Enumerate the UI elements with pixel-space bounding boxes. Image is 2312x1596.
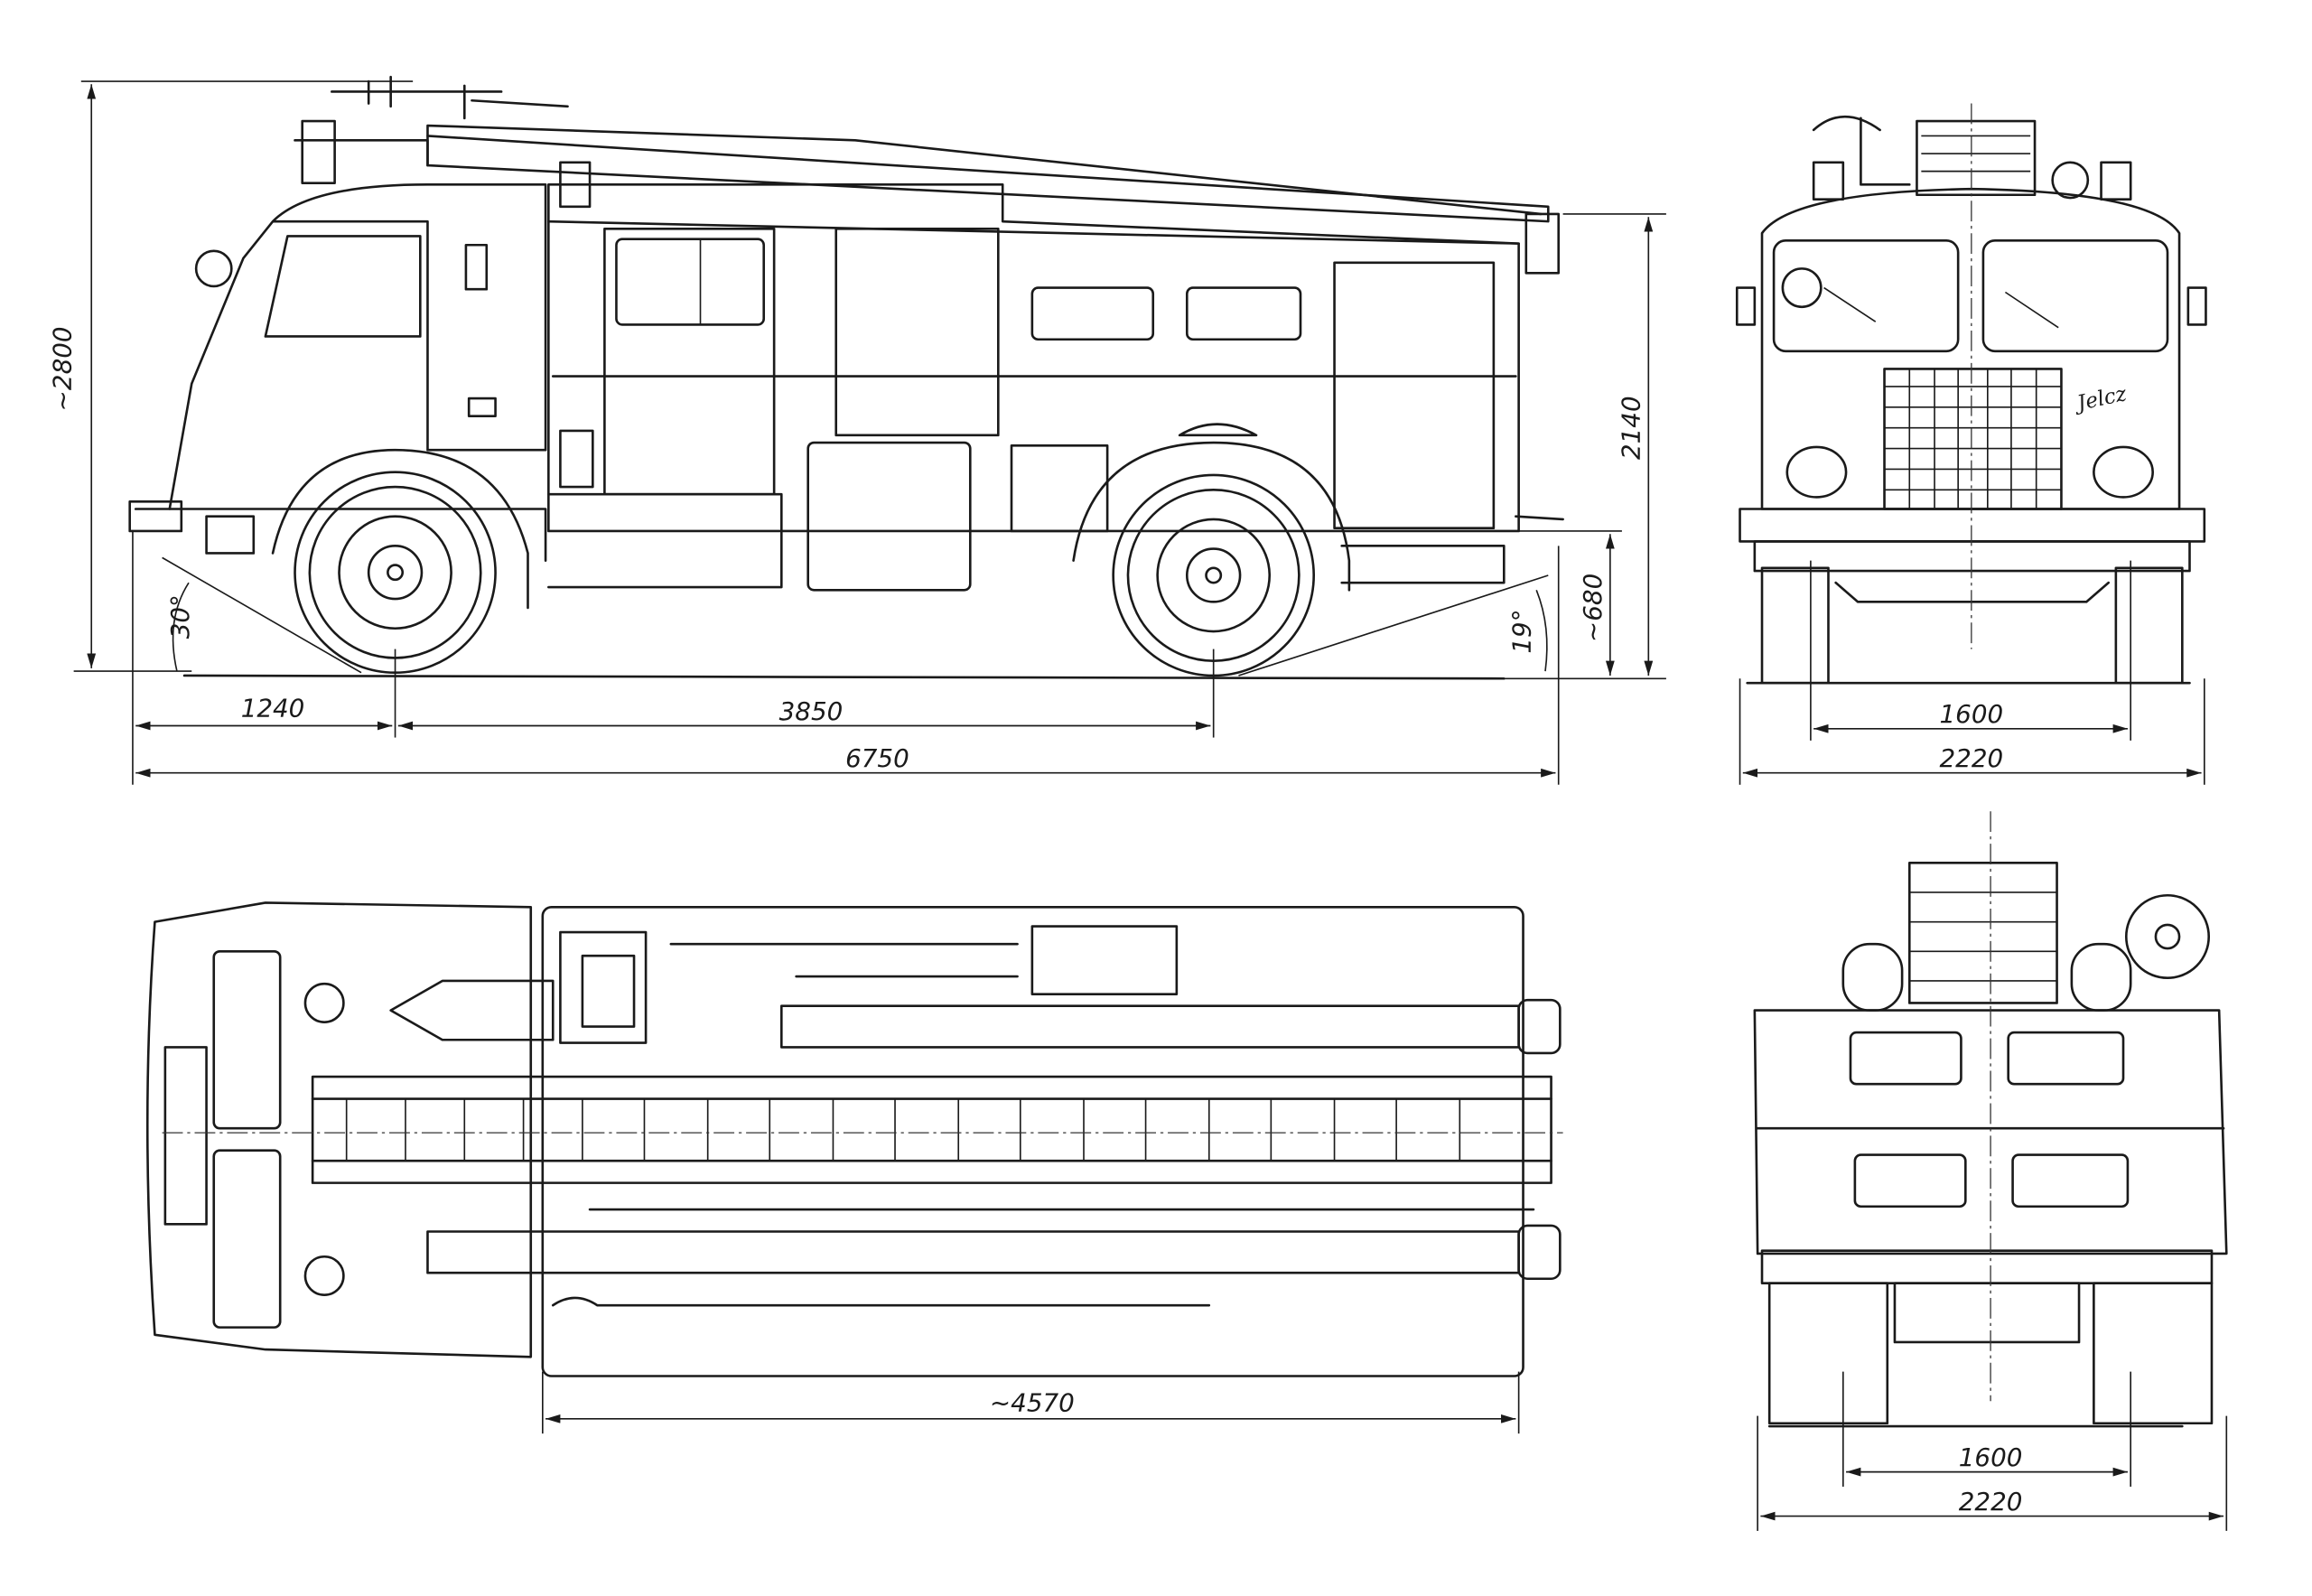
headlight-right (2093, 445, 2154, 499)
dim-front-track: 1600 (1940, 699, 2004, 729)
top-view: ~4570 (145, 901, 1563, 1434)
roof-boom (294, 75, 1561, 275)
top-dimensions: ~4570 (542, 1371, 1520, 1434)
dim-front-overhang: 1240 (241, 694, 305, 723)
equipment-body (547, 183, 1564, 592)
dim-body-length: ~4570 (990, 1388, 1075, 1418)
rear-body (1753, 1009, 2228, 1255)
suction-pipe-upper (780, 1004, 1520, 1049)
cab-front (1760, 187, 2181, 510)
side-view: ~2800 2140 ~680 30° 19° 1240 3850 6750 (47, 75, 1666, 785)
radiator-grille (1883, 368, 2063, 510)
cab (128, 183, 547, 562)
hose-reel-icon (2124, 893, 2211, 979)
jelcz-logo: Jelcz (2072, 382, 2130, 416)
front-dimensions: 1600 2220 (1739, 560, 2205, 785)
cab-roof (145, 901, 533, 1358)
dim-front-width: 2220 (1940, 743, 2004, 773)
rear-dimensions: 1600 2220 (1757, 1371, 2228, 1531)
ground-line (182, 674, 1506, 680)
dim-rear-track: 1600 (1959, 1442, 2023, 1472)
dim-overall-length: 6750 (845, 743, 909, 773)
cab-window (264, 235, 422, 338)
rear-wheel (1072, 441, 1351, 677)
front-wheel (271, 448, 529, 675)
dim-overall-height: ~2800 (47, 326, 77, 411)
dim-cab-height: 2140 (1617, 396, 1646, 460)
suction-pipe-lower (426, 1230, 1520, 1274)
side-dimensions: ~2800 2140 ~680 30° 19° 1240 3850 6750 (47, 80, 1666, 785)
dim-rear-width: 2220 (1959, 1487, 2023, 1517)
front-bumper (1739, 508, 2206, 543)
ladder (311, 1075, 1552, 1184)
headlight-left (1785, 445, 1848, 499)
windscreen-left (1772, 239, 1960, 353)
rear-bumper (1760, 1249, 2214, 1284)
dim-rear-height: ~680 (1578, 574, 1608, 642)
spotlight-icon (194, 249, 233, 288)
hose-reel (1030, 925, 1179, 995)
body-roof (541, 906, 1524, 1377)
rear-view: 1600 2220 (1753, 811, 2228, 1531)
dim-departure-angle: 19° (1507, 609, 1537, 653)
dim-wheelbase: 3850 (779, 696, 844, 726)
rear-ladder (1907, 862, 2058, 1004)
dim-approach-angle: 30° (165, 594, 195, 639)
front-view: Jelcz 1600 2220 (1735, 103, 2207, 785)
windscreen-right (1981, 239, 2169, 353)
